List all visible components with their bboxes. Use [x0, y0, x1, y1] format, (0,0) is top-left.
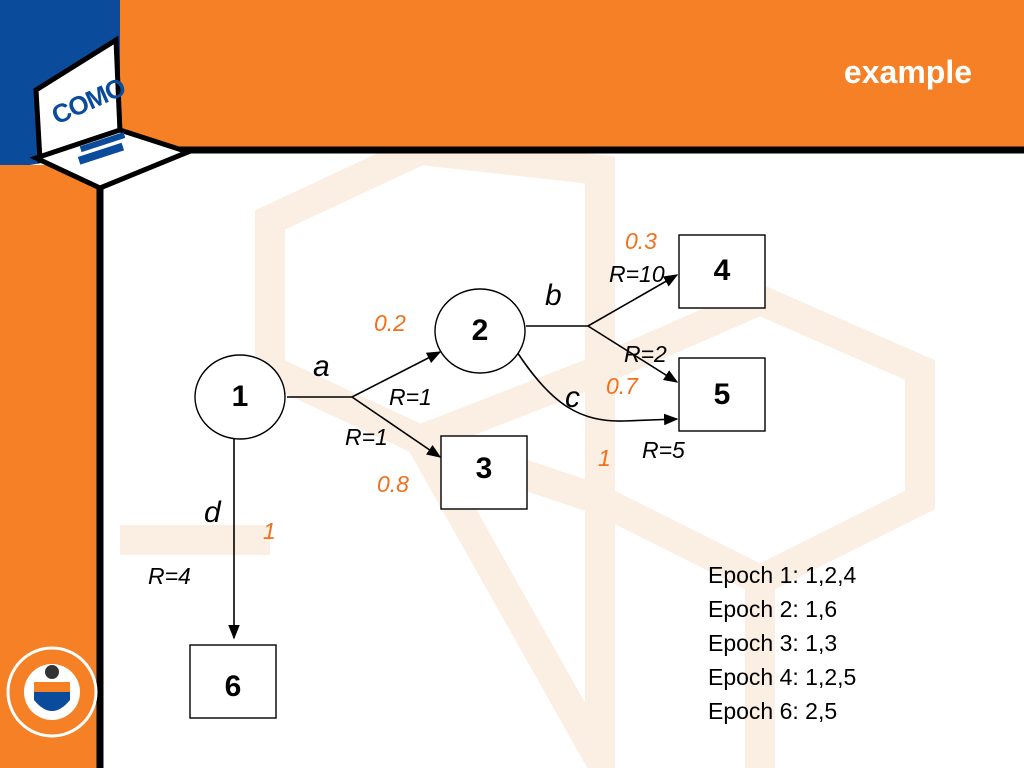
epoch-item: Epoch 4: 1,2,5 — [708, 664, 857, 690]
edge-a-to-2 — [351, 351, 442, 398]
node-5-shape — [678, 357, 766, 432]
edge-c-to-5 — [516, 351, 679, 426]
diagram-nodes — [189, 234, 766, 719]
epoch-item: Epoch 3: 1,3 — [708, 630, 838, 656]
node-2-label: 2 — [471, 314, 489, 347]
prob-c-5: 1 — [598, 445, 611, 471]
reward-d-6: R=4 — [148, 563, 191, 589]
node-3-shape — [440, 435, 528, 510]
epoch-item: Epoch 6: 2,5 — [708, 698, 838, 724]
reward-c-5: R=5 — [642, 437, 685, 463]
node-1-shape — [194, 354, 286, 440]
epoch-item: Epoch 1: 1,2,4 — [708, 562, 857, 588]
node-5-label: 5 — [713, 378, 731, 411]
prob-b-4: 0.3 — [625, 228, 657, 254]
action-d-label: d — [204, 496, 221, 529]
action-a-label: a — [313, 350, 330, 383]
prob-a-2: 0.2 — [374, 310, 406, 336]
node-3-label: 3 — [475, 452, 493, 485]
prob-d-6: 1 — [263, 518, 276, 544]
node-6-shape — [189, 644, 277, 719]
edge-b-to-4 — [587, 274, 679, 327]
university-seal — [6, 646, 98, 738]
action-c-label: c — [565, 381, 580, 414]
slide-title: example — [843, 54, 972, 90]
node-4-shape — [678, 234, 766, 309]
reward-b-4: R=10 — [609, 261, 665, 287]
node-1-label: 1 — [231, 380, 249, 413]
epoch-item: Epoch 2: 1,6 — [708, 596, 838, 622]
reward-a-3: R=1 — [345, 424, 388, 450]
node-4-label: 4 — [713, 254, 731, 287]
prob-a-3: 0.8 — [377, 471, 409, 497]
prob-b-5: 0.7 — [606, 373, 638, 399]
como-logo — [29, 0, 196, 191]
epoch-list: Epoch 1: 1,2,4 Epoch 2: 1,6 Epoch 3: 1,3… — [708, 558, 856, 728]
node-2-shape — [434, 288, 526, 374]
corner-block — [0, 0, 30, 165]
reward-b-5: R=2 — [624, 341, 667, 367]
node-6-label: 6 — [224, 670, 242, 703]
top-banner — [120, 0, 1024, 150]
edge-a-to-3 — [351, 396, 442, 458]
edge-b-to-5 — [587, 325, 679, 383]
reward-a-2: R=1 — [389, 384, 432, 410]
action-b-label: b — [545, 279, 562, 312]
diagram-edges — [228, 274, 679, 640]
